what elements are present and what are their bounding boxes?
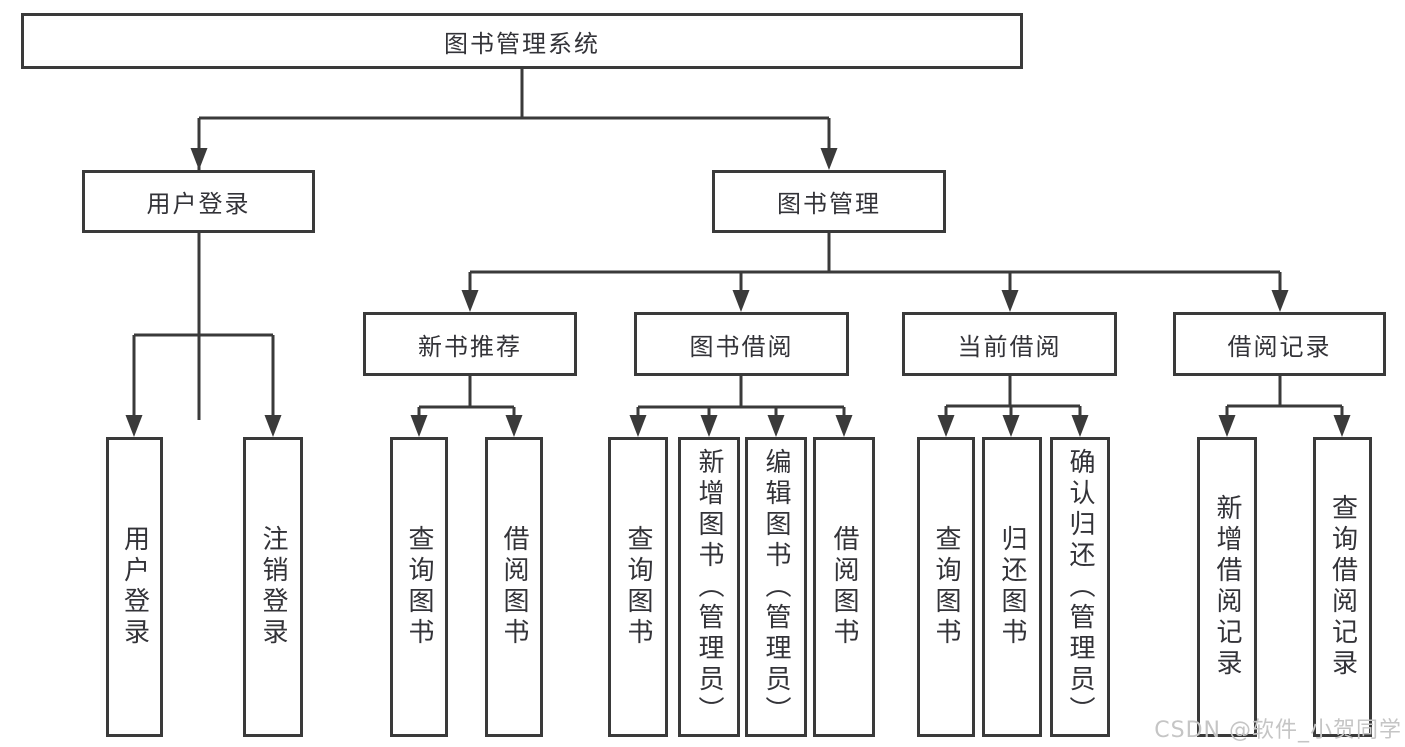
node-label: 新增借阅记录: [1212, 494, 1242, 680]
arrowhead: [190, 148, 208, 170]
leaf-logout: 注销登录: [243, 437, 303, 737]
arrowhead: [505, 415, 523, 437]
leaf-return-books: 归还图书: [982, 437, 1042, 737]
arrowhead: [1002, 415, 1020, 437]
leaf-user-login: 用户登录: [106, 437, 163, 737]
leaf-confirm-return-admin: 确认归还（管理员）: [1050, 437, 1110, 737]
node-user-login: 用户登录: [82, 170, 315, 233]
node-label: 用户登录: [119, 525, 150, 649]
leaf-query-books-current: 查询图书: [917, 437, 975, 737]
node-book-borrowing: 图书借阅: [634, 312, 849, 376]
node-label: 查询图书: [404, 525, 434, 649]
connector-root-to-level2: [197, 69, 831, 420]
arrowhead: [732, 290, 750, 312]
node-label: 新增图书（管理员）: [694, 447, 724, 727]
leaf-borrow-books-recommend: 借阅图书: [485, 437, 543, 737]
connector-new-book-children: [417, 376, 516, 420]
node-label: 注销登录: [258, 525, 288, 649]
node-new-book-recommendation: 新书推荐: [363, 312, 577, 376]
node-library-management-system: 图书管理系统: [21, 13, 1023, 69]
node-label: 新书推荐: [418, 332, 522, 361]
node-label: 图书管理系统: [444, 29, 600, 58]
node-label: 借阅图书: [499, 525, 529, 649]
leaf-add-book-admin: 新增图书（管理员）: [678, 437, 740, 737]
leaf-query-books-recommend: 查询图书: [390, 437, 448, 737]
arrowhead: [1218, 415, 1236, 437]
leaf-edit-book-admin: 编辑图书（管理员）: [745, 437, 807, 737]
node-label: 用户登录: [146, 190, 251, 218]
arrowhead: [820, 148, 838, 170]
node-label: 借阅记录: [1227, 332, 1332, 361]
node-label: 图书借阅: [689, 332, 794, 361]
leaf-add-borrow-record: 新增借阅记录: [1197, 437, 1257, 737]
leaf-query-borrow-record: 查询借阅记录: [1313, 437, 1372, 737]
watermark-text: CSDN @软件_小贺同学: [1154, 718, 1402, 743]
arrowhead: [835, 415, 853, 437]
node-current-borrowing: 当前借阅: [902, 312, 1117, 376]
connector-current-borrow-children: [944, 376, 1082, 420]
arrowhead: [1001, 290, 1019, 312]
node-label: 查询图书: [931, 525, 961, 649]
leaf-borrow-books-borrowing: 借阅图书: [813, 437, 875, 737]
arrowhead: [125, 415, 143, 437]
arrowhead: [937, 415, 955, 437]
arrowhead: [410, 415, 428, 437]
node-borrowing-records: 借阅记录: [1173, 312, 1386, 376]
node-label: 查询借阅记录: [1327, 494, 1358, 680]
node-label: 编辑图书（管理员）: [761, 447, 791, 727]
connector-borrow-record-children: [1225, 376, 1344, 420]
node-label: 图书管理: [777, 190, 881, 218]
arrowhead: [1271, 290, 1289, 312]
node-label: 当前借阅: [957, 332, 1062, 361]
arrowhead: [461, 290, 479, 312]
arrowhead: [1333, 415, 1351, 437]
arrowhead: [264, 415, 282, 437]
connector-book-borrow-children: [636, 376, 846, 420]
connector-user-login-children: [132, 233, 275, 420]
node-book-management: 图书管理: [712, 170, 946, 233]
arrowhead: [767, 415, 785, 437]
leaf-query-books-borrowing: 查询图书: [608, 437, 668, 737]
node-label: 归还图书: [997, 525, 1027, 649]
node-label: 确认归还（管理员）: [1065, 447, 1095, 727]
arrowhead: [629, 415, 647, 437]
arrowhead: [1071, 415, 1089, 437]
node-label: 借阅图书: [829, 525, 859, 649]
node-label: 查询图书: [623, 525, 653, 649]
connector-book-mgmt-children: [468, 233, 1282, 295]
arrowhead: [700, 415, 718, 437]
